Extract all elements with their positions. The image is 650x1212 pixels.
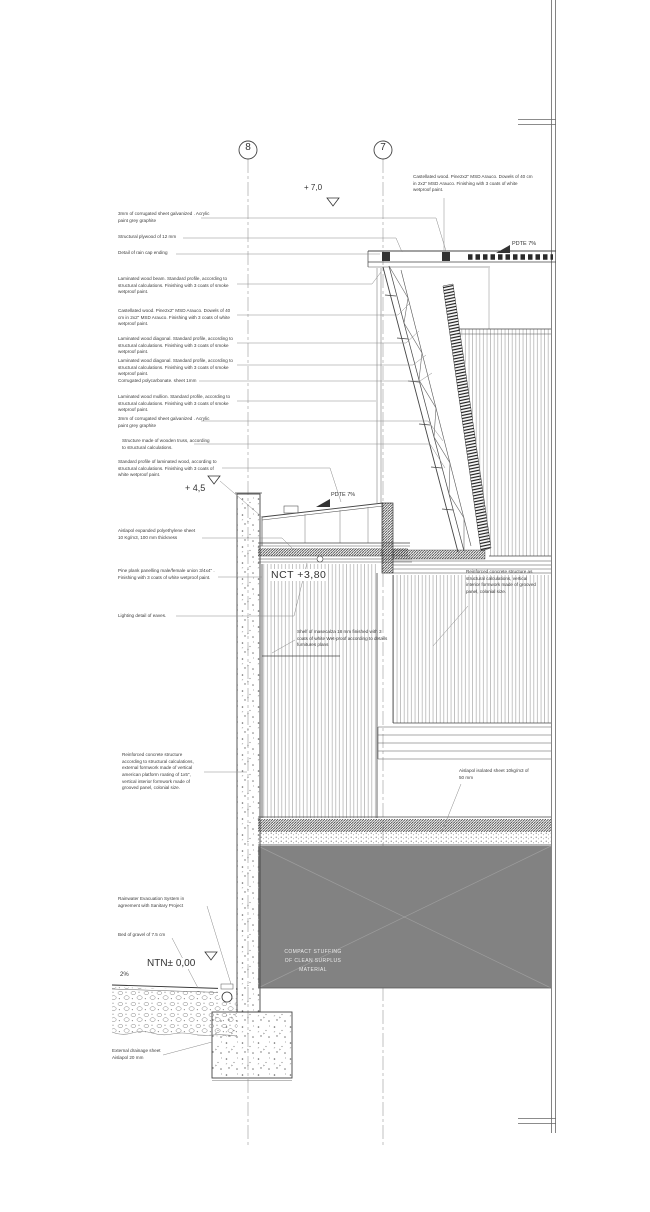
annotation-pine-plank: Pine plank panelling male/female union 3… — [118, 568, 215, 580]
roof-assembly — [367, 250, 556, 329]
floor-slab — [258, 816, 551, 846]
sloped-truss — [376, 265, 472, 553]
grid-bubble-7 — [373, 140, 393, 160]
compact-stuffing-label: COMPACT STUFFING OF CLEAN SURPLUS MATERI… — [284, 949, 342, 973]
annotation-castellated-wood-right: Castellated wood. Pine2x2" MSD Arauco. D… — [413, 174, 533, 193]
interior-walls — [261, 564, 551, 818]
eave-assembly — [258, 502, 551, 574]
fill-region — [257, 845, 552, 989]
slope-label-lower: PDTE 7% — [331, 492, 356, 498]
annotation-rain-cap: Detail of rain cap ending — [118, 250, 168, 255]
level-ntn: NTN± 0,00 — [146, 958, 197, 969]
annotation-gravel-bed: Bed of gravel of 7.5 cm — [118, 932, 166, 937]
annotation-aislapol-expanded: Aislapol expanded polyethylene sheet 10 … — [118, 528, 196, 540]
annotation-wood-diagonal-2: Laminated wood diagonal. Standard profil… — [118, 358, 233, 377]
annotation-wood-diagonal-1: Laminated wood diagonal. Standard profil… — [118, 336, 233, 355]
grid-number-7: 7 — [380, 142, 386, 153]
annotation-standard-profile: Standard profile of laminated wood, acco… — [118, 459, 217, 478]
leader-lines — [162, 198, 469, 1056]
annotation-polycarbonate: Corrugated polycarbonate. sheet 1mm — [118, 378, 197, 383]
annotation-aislapol-sheet: Aislapol isolated sheet 10kg/m3 of 50 mm — [459, 768, 529, 780]
grid-number-8: 8 — [245, 142, 251, 153]
annotation-structural-plywood: Structural plywood of 12 mm — [118, 234, 177, 239]
slope-arrows — [316, 245, 510, 507]
annotation-reinforced-concrete-left: Reinforced concrete structure according … — [122, 752, 194, 791]
annotation-rainwater-system: Rainwater Evacuation System in agreement… — [118, 896, 185, 908]
annotation-laminated-beam: Laminated wood beam. Standard profile, a… — [118, 276, 229, 295]
gravel-bed — [111, 984, 238, 1037]
grid-bubble-8 — [238, 140, 258, 160]
level-top: + 7,0 — [303, 183, 324, 192]
annotation-corrugated-sheet-2: 3mm of corrugated sheet galvanized . Acr… — [118, 416, 210, 428]
level-symbols — [204, 197, 340, 961]
ground-slope-label: 2% — [120, 972, 129, 978]
annotation-wooden-truss: Structure made of wooden truss, accordin… — [122, 438, 210, 450]
annotation-lighting-detail: Lighting detail of eaves. — [118, 613, 167, 618]
drain-pipe — [218, 983, 236, 1003]
slope-label-upper: PDTE 7% — [512, 241, 537, 247]
level-nct: NCT +3,80 — [270, 569, 328, 581]
annotation-reinforced-concrete-right: Reinforced concrete structure as structu… — [466, 569, 536, 594]
level-mid: + 4,5 — [184, 483, 207, 493]
annotation-shelf: Shelf of masecalza 18 mm finished with 3… — [297, 629, 388, 648]
annotation-wood-mullion: Laminated wood mullion. Standard profile… — [118, 394, 231, 413]
upper-wall-hatch — [456, 328, 551, 557]
right-border — [518, 0, 556, 1133]
annotation-corrugated-sheet-top: 3mm of corrugated sheet galvanized . Acr… — [118, 211, 210, 223]
annotation-external-drainage: External drainage sheet Aislapol 20 mm — [112, 1048, 161, 1060]
annotation-castellated-wood-left: Castellated wood. Pine2x2" MSD Arauco. D… — [118, 308, 231, 327]
